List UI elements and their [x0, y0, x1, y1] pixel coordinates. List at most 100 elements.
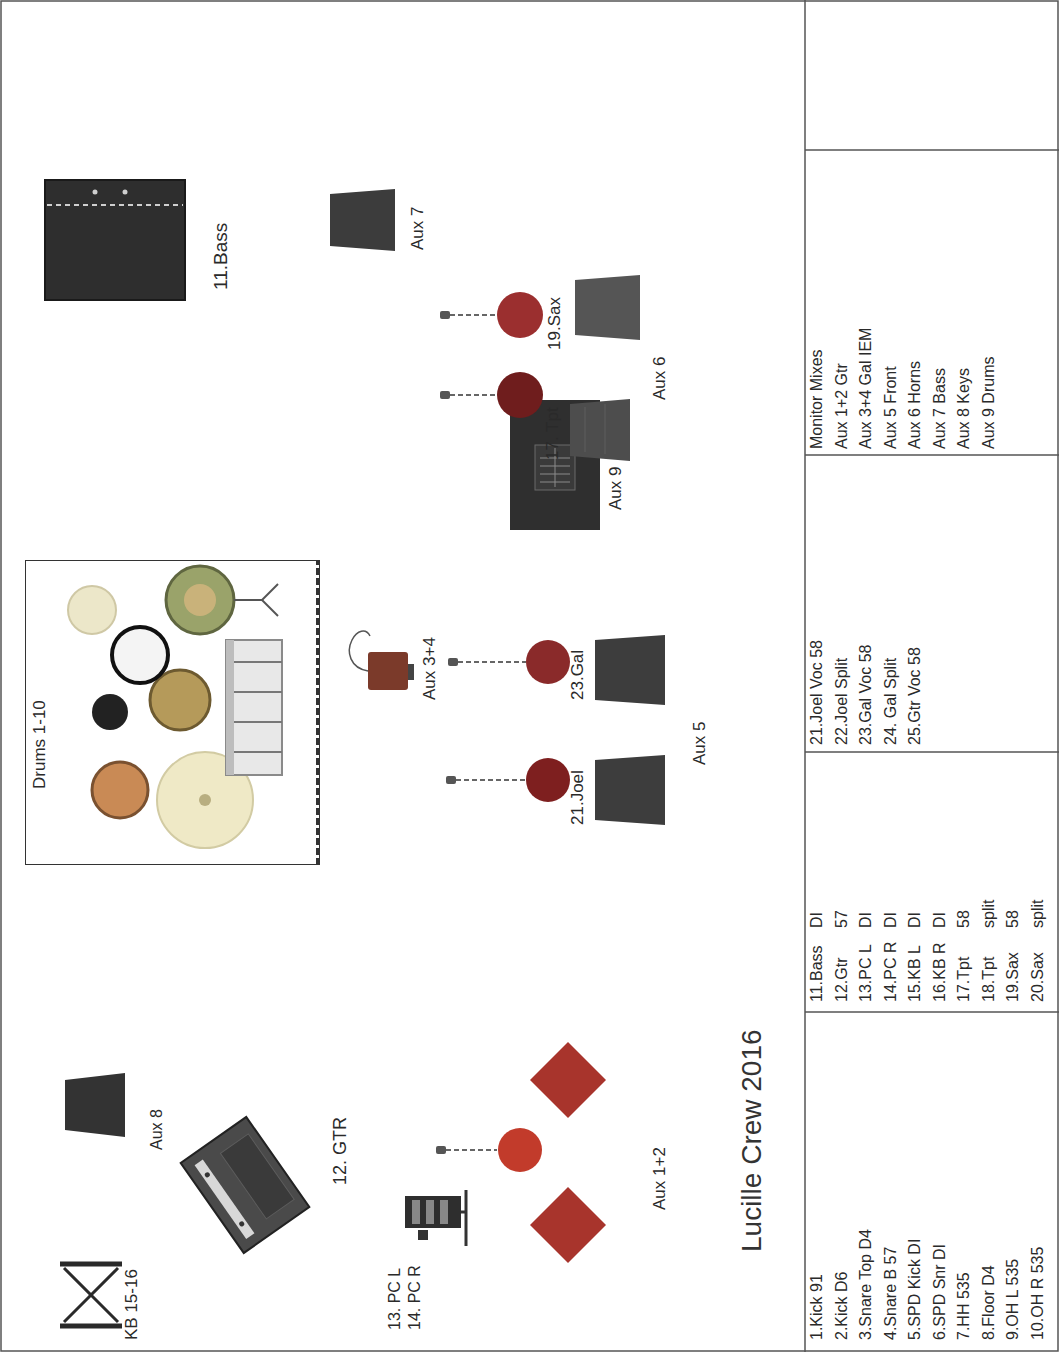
- input-list-cell: 3.Snare Top D4: [857, 1229, 875, 1340]
- microphone: [497, 372, 543, 418]
- vocal-label: 23.Gal: [568, 650, 588, 700]
- frame: [804, 0, 806, 1352]
- frame: [805, 1011, 1059, 1013]
- microphone: [448, 640, 570, 684]
- monitor-list-cell: Aux 8 Keys: [955, 368, 973, 449]
- input-list-cell: 7.HH 535: [955, 1272, 973, 1340]
- microphone: [458, 661, 526, 663]
- input-list-cell: 1.Kick 91: [808, 1274, 826, 1340]
- drum-kit: [262, 600, 278, 616]
- vocal-label: 21.Joel: [568, 770, 588, 825]
- wedge-monitor: [595, 635, 665, 705]
- percussion-rig: [405, 1196, 461, 1228]
- percussion-rig: [412, 1200, 420, 1224]
- monitor-list-cell: Aux 5 Front: [882, 366, 900, 449]
- node-heading: Drums 1-10: [30, 700, 50, 789]
- input-list-cell: 15.KB L: [906, 945, 924, 1002]
- input-list-cell: split: [980, 900, 998, 928]
- input-list-cell: DI: [906, 912, 924, 928]
- drum-kit: [166, 566, 234, 634]
- monitor-label: Aux 1+2: [650, 1147, 670, 1210]
- wedge-monitor: [595, 755, 665, 825]
- microphone: [450, 314, 497, 316]
- input-list-cell: DI: [931, 912, 949, 928]
- frame: [805, 751, 1059, 753]
- drum-kit: [234, 661, 282, 663]
- guitar-amp: [181, 1117, 310, 1253]
- input-list-cell: 12.Gtr: [833, 958, 851, 1002]
- input-list-cell: 17.Tpt: [955, 957, 973, 1002]
- microphone: [440, 311, 450, 319]
- input-list-cell: 6.SPD Snr DI: [931, 1244, 949, 1340]
- monitor-list-cell: Aux 6 Horns: [906, 361, 924, 449]
- microphone: [498, 1128, 542, 1172]
- iem-pack: [368, 652, 408, 690]
- bass-cabinet: [45, 180, 185, 300]
- plot-title: Lucille Crew 2016: [736, 1029, 768, 1252]
- microphone: [440, 372, 543, 418]
- input-list-cell: 22.Joel Split: [833, 658, 851, 745]
- microphone: [440, 391, 450, 399]
- bass-cabinet: [45, 180, 185, 300]
- input-list-cell: DI: [808, 912, 826, 928]
- input-list-cell: 10.OH R 535: [1029, 1247, 1047, 1340]
- iem-pack: [349, 631, 414, 690]
- percussion-rig: [461, 1211, 466, 1214]
- microphone: [448, 658, 458, 666]
- instrument-label: 11.Bass: [210, 223, 232, 290]
- guitar-amp: [181, 1117, 310, 1253]
- input-list-cell: 19.Sax: [1004, 952, 1022, 1002]
- input-list-cell: split: [1029, 900, 1047, 928]
- instrument-label: 12. GTR: [330, 1117, 351, 1185]
- instrument-label: KB 15-16: [122, 1269, 142, 1340]
- monitor-label: Aux 6: [650, 357, 670, 400]
- drum-kit: [112, 627, 168, 683]
- drum-kit: [184, 584, 216, 616]
- bass-cabinet: [123, 190, 128, 195]
- wedge-monitor: [65, 1073, 125, 1137]
- drum-kit: [234, 721, 282, 723]
- wedge-monitor: [575, 275, 640, 340]
- microphone: [497, 292, 543, 338]
- percussion-rig: [440, 1200, 448, 1224]
- keyboard-stand: [64, 1268, 118, 1322]
- monitor-label: Aux 9: [606, 467, 626, 510]
- monitor-list-cell: Aux 1+2 Gtr: [833, 363, 851, 449]
- frame: [805, 149, 1059, 151]
- input-list-cell: 24. Gal Split: [882, 658, 900, 745]
- microphone: [446, 776, 456, 784]
- monitor-label: Aux 3+4: [420, 637, 440, 700]
- drum-kit: [92, 762, 148, 818]
- drum-kit: [68, 560, 318, 865]
- microphone: [450, 394, 497, 396]
- drum-kit: [234, 691, 282, 693]
- monitor-label: Aux 5: [690, 722, 710, 765]
- input-list-cell: 25.Gtr Voc 58: [906, 647, 924, 745]
- microphone: [446, 1149, 497, 1151]
- keyboard-stand: [60, 1324, 122, 1329]
- wedge-monitor: [605, 404, 606, 454]
- wedge-monitor: [575, 275, 640, 340]
- wedge-monitor: [570, 399, 630, 461]
- microphone: [440, 292, 543, 338]
- instrument-label: 19.Sax: [545, 297, 565, 350]
- input-list-cell: 57: [833, 910, 851, 928]
- input-label: 13. PC L: [386, 1268, 404, 1330]
- wedge-monitor: [530, 1187, 606, 1263]
- microphone: [526, 640, 570, 684]
- drum-kit: [262, 584, 278, 600]
- drum-kit: [199, 794, 211, 806]
- input-list-cell: 58: [1004, 910, 1022, 928]
- microphone: [446, 758, 570, 802]
- microphone: [436, 1146, 446, 1154]
- keyboard-stand: [60, 1264, 122, 1326]
- wedge-monitor: [570, 399, 630, 461]
- input-list-cell: 16.KB R: [931, 942, 949, 1002]
- input-list-cell: 23.Gal Voc 58: [857, 644, 875, 745]
- drum-kit: [226, 640, 282, 775]
- wedge-monitor: [595, 755, 665, 825]
- frame: [805, 454, 1059, 456]
- input-list-cell: DI: [857, 912, 875, 928]
